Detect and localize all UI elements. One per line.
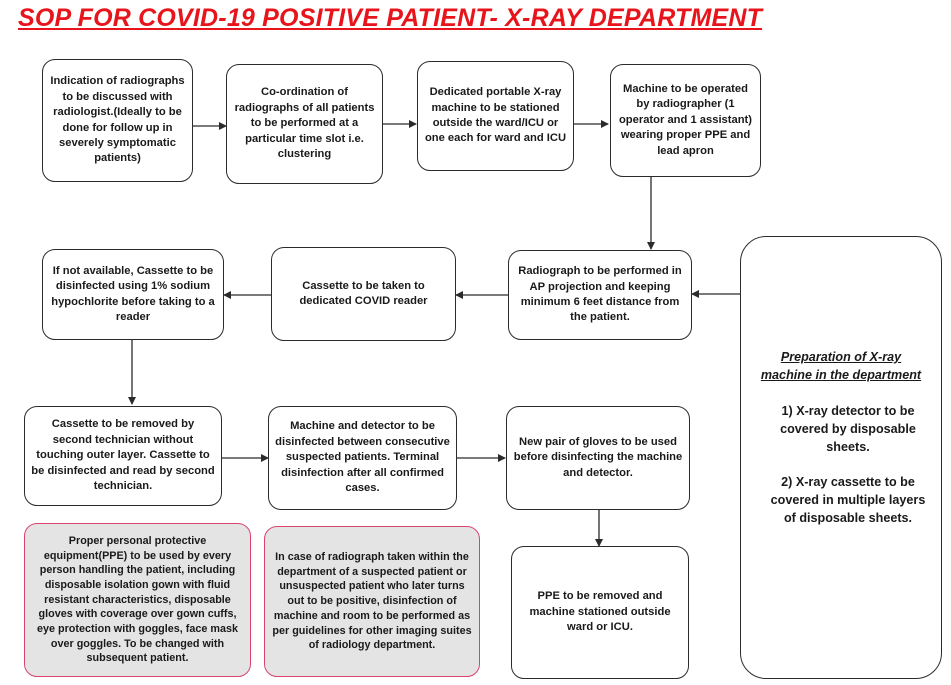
step-coordination-text: Co-ordination of radiographs of all pati… [234,86,375,161]
step-indication: Indication of radiographs to be discusse… [42,59,193,182]
step-operator: Machine to be operated by radiographer (… [610,64,761,177]
step-hypochlorite: If not available, Cassette to be disinfe… [42,249,224,340]
note-ppe-text: Proper personal protective equipment(PPE… [37,534,238,665]
preparation-panel: Preparation of X-ray machine in the depa… [740,236,942,679]
step-portable-machine-text: Dedicated portable X-ray machine to be s… [424,86,567,145]
step-new-gloves: New pair of gloves to be used before dis… [506,406,690,510]
step-new-gloves-text: New pair of gloves to be used before dis… [513,435,683,479]
step-covid-reader-text: Cassette to be taken to dedicated COVID … [299,279,428,307]
step-covid-reader: Cassette to be taken to dedicated COVID … [271,247,456,341]
step-ppe-removed: PPE to be removed and machine stationed … [511,546,689,679]
step-coordination: Co-ordination of radiographs of all pati… [226,64,383,184]
step-ap-projection: Radiograph to be performed in AP project… [508,250,692,340]
preparation-item-cassette: 2) X-ray cassette to be covered in multi… [770,475,926,526]
note-in-department-text: In case of radiograph taken within the d… [272,551,472,652]
step-hypochlorite-text: If not available, Cassette to be disinfe… [51,264,215,323]
page-title: SOP FOR COVID-19 POSITIVE PATIENT- X-RAY… [18,4,763,32]
note-ppe: Proper personal protective equipment(PPE… [24,523,251,677]
step-indication-text: Indication of radiographs to be discusse… [50,75,185,165]
step-portable-machine: Dedicated portable X-ray machine to be s… [417,61,574,171]
step-operator-text: Machine to be operated by radiographer (… [618,82,753,157]
step-ap-projection-text: Radiograph to be performed in AP project… [518,265,682,324]
step-machine-disinfected: Machine and detector to be disinfected b… [268,406,457,510]
step-machine-disinfected-text: Machine and detector to be disinfected b… [275,420,450,495]
step-cassette-removed: Cassette to be removed by second technic… [24,406,222,506]
step-cassette-removed-text: Cassette to be removed by second technic… [31,418,215,493]
step-ppe-removed-text: PPE to be removed and machine stationed … [529,590,671,634]
preparation-item-detector: 1) X-ray detector to be covered by dispo… [780,403,916,454]
preparation-heading: Preparation of X-ray machine in the depa… [760,350,922,382]
note-in-department: In case of radiograph taken within the d… [264,526,480,677]
